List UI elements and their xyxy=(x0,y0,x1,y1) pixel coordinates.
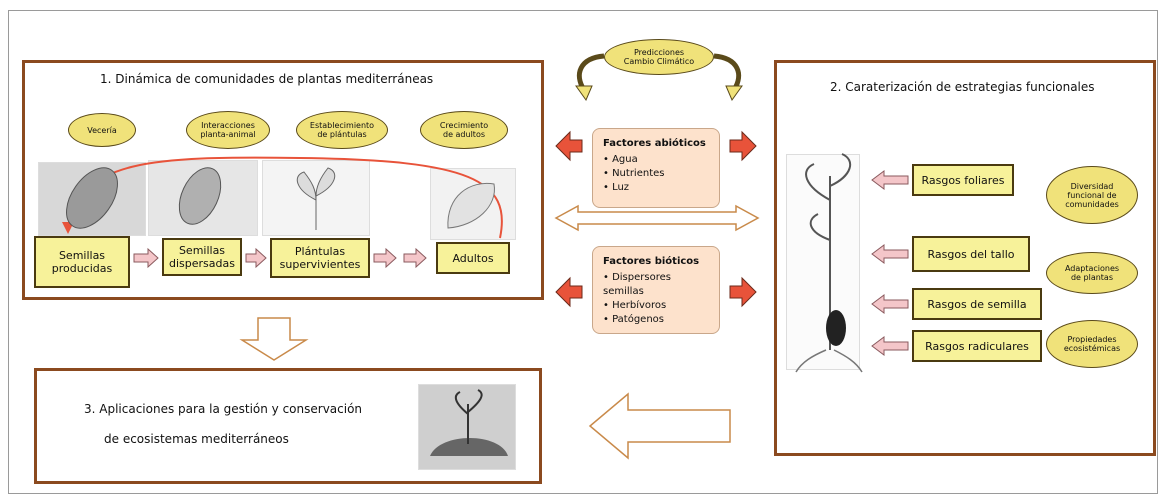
stage-plantulas-supervivientes: Plántulas supervivientes xyxy=(270,238,370,278)
outcome-propiedades-oval: Propiedades ecosistémicas xyxy=(1046,320,1138,368)
stage-semillas-dispersadas: Semillas dispersadas xyxy=(162,238,242,276)
trait-foliares: Rasgos foliares xyxy=(912,164,1014,196)
hands-shape xyxy=(430,438,508,456)
biotic-arrow-right xyxy=(729,276,757,308)
process-oval-interacciones: Interacciones planta-animal xyxy=(186,111,270,149)
seedling-shape xyxy=(296,167,336,230)
climate-arrow-right xyxy=(713,53,741,92)
biotic-factors-title: Factores bióticos xyxy=(603,256,700,267)
stage-semillas-producidas: Semillas producidas xyxy=(34,236,130,288)
process-oval-crecimiento: Crecimiento de adultos xyxy=(420,111,508,149)
climate-change-oval: Predicciones Cambio Climático xyxy=(604,39,714,75)
biotic-factor-item: Herbívoros xyxy=(603,299,709,313)
outcome-adaptaciones-oval: Adaptaciones de plantas xyxy=(1046,252,1138,294)
oak-stem-shape xyxy=(805,153,852,350)
root-shape xyxy=(795,349,863,373)
climate-arrowhead-right xyxy=(725,85,743,102)
double-arrow xyxy=(554,204,760,232)
abiotic-factor-item: Agua xyxy=(603,153,709,167)
abiotic-factor-item: Nutrientes xyxy=(603,167,709,181)
abiotic-factors-title: Factores abióticos xyxy=(603,138,706,149)
left-arrow xyxy=(588,392,731,460)
section3-title-line2: de ecosistemas mediterráneos xyxy=(104,432,289,446)
lifecycle-arrow xyxy=(67,156,503,239)
stage-arrow-4 xyxy=(403,247,427,269)
trait-arrow-3 xyxy=(871,294,909,314)
outer-frame xyxy=(8,10,1158,494)
trait-tallo: Rasgos del tallo xyxy=(912,236,1030,272)
trait-semilla: Rasgos de semilla xyxy=(912,288,1042,320)
section3-title-line1: 3. Aplicaciones para la gestión y conser… xyxy=(84,402,363,416)
abiotic-arrow-left xyxy=(555,130,583,162)
section2-title: 2. Caraterización de estrategias funcion… xyxy=(830,80,1095,94)
stage-adultos: Adultos xyxy=(436,242,510,274)
trait-arrow-4 xyxy=(871,336,909,356)
abiotic-factors-box: Factores abióticos Agua Nutrientes Luz xyxy=(592,128,720,208)
oak-seedling-illustration xyxy=(786,154,860,370)
biotic-arrow-left xyxy=(555,276,583,308)
acorn-shape xyxy=(826,310,846,346)
dispersed-seed-shape xyxy=(178,167,222,225)
outcome-diversidad-oval: Diversidad funcional de comunidades xyxy=(1046,166,1138,224)
biotic-factors-box: Factores bióticos Dispersores semillas H… xyxy=(592,246,720,334)
section1-title: 1. Dinámica de comunidades de plantas me… xyxy=(100,72,434,86)
climate-arrow-left xyxy=(577,53,605,92)
process-oval-veceria: Vecería xyxy=(68,113,136,147)
abiotic-arrow-right xyxy=(729,130,757,162)
climate-arrowhead-left xyxy=(575,85,593,102)
adult-leaf-shape xyxy=(447,182,495,229)
trait-radiculares: Rasgos radiculares xyxy=(912,330,1042,362)
stage-arrow-2 xyxy=(245,247,267,269)
process-oval-establecimiento: Establecimiento de plántulas xyxy=(296,111,388,149)
trait-arrow-1 xyxy=(871,170,909,190)
abiotic-factor-item: Luz xyxy=(603,181,709,195)
down-arrow xyxy=(239,317,309,361)
sprout-shape xyxy=(454,389,483,444)
trait-arrow-2 xyxy=(871,244,909,264)
stage-arrow-1 xyxy=(133,247,159,269)
biotic-factor-item: Patógenos xyxy=(603,313,709,327)
seed-shape xyxy=(66,167,118,229)
biotic-factor-item: Dispersores semillas xyxy=(603,271,709,299)
stage-arrow-3 xyxy=(373,247,397,269)
